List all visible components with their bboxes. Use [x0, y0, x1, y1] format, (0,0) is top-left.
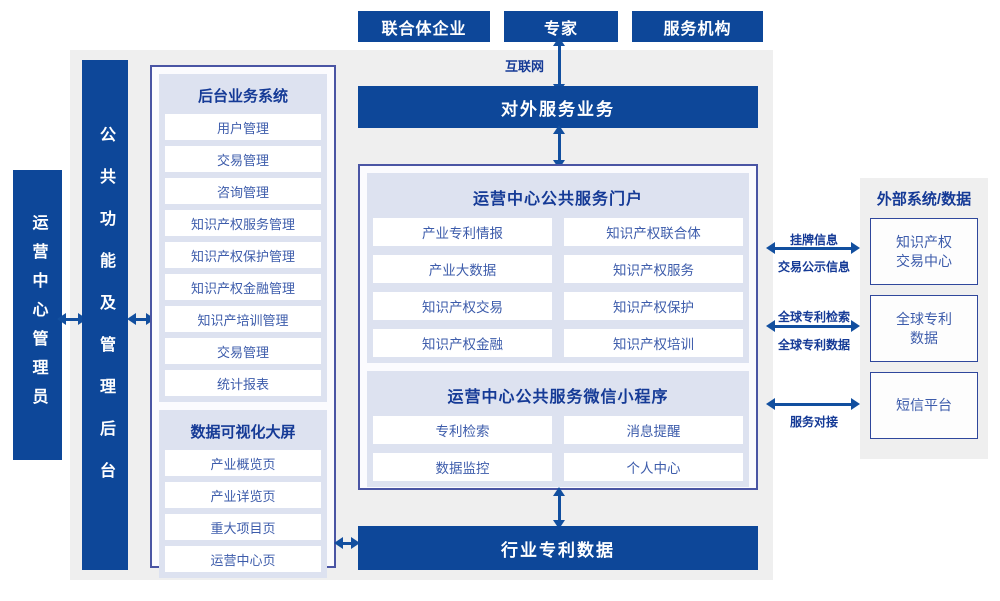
list-item: 产业专利情报: [373, 218, 552, 246]
list-item: 运营中心页: [165, 546, 321, 572]
connector-label-listing-info: 挂牌信息: [789, 233, 838, 247]
actor-box-consortium: 联合体企业: [358, 11, 490, 42]
dataviz-panel: 数据可视化大屏 产业概览页 产业详览页 重大项目页 运营中心页: [159, 410, 327, 578]
ext-box-line: 全球专利: [896, 310, 952, 327]
list-item: 专利检索: [373, 416, 552, 444]
miniprogram-items-grid: 专利检索 消息提醒 数据监控 个人中心: [373, 416, 743, 481]
center-group-box: 运营中心公共服务门户 产业专利情报 知识产权联合体 产业大数据 知识产权服务 知…: [358, 164, 758, 490]
dataviz-title: 数据可视化大屏: [190, 424, 296, 441]
backend-group-box: 后台业务系统 用户管理 交易管理 咨询管理 知识产权服务管理 知识产权保护管理 …: [150, 65, 336, 578]
internet-label: 互联网: [504, 59, 544, 74]
list-item: 知识产权服务: [564, 255, 743, 283]
industry-patent-label: 行业专利数据: [501, 540, 615, 560]
external-box-ip-trading-center: 知识产权 交易中心: [870, 218, 978, 285]
operations-admin-bar: 运营中心管理员: [13, 170, 62, 460]
external-box-global-patent-data: 全球专利 数据: [870, 295, 978, 362]
portal-title: 运营中心公共服务门户: [472, 191, 643, 208]
backend-functions-label: 公共功能及管理后台: [97, 126, 114, 504]
external-service-label: 对外服务业务: [501, 99, 615, 119]
list-item: 知识产权保护: [564, 292, 743, 320]
ext-box-line: 交易中心: [896, 252, 952, 269]
internet-double-arrow-icon: [553, 37, 565, 93]
operations-admin-label: 运营中心管理员: [29, 213, 47, 417]
list-item: 产业概览页: [165, 450, 321, 476]
external-systems-title: 外部系统/数据: [876, 191, 972, 208]
list-item: 咨询管理: [165, 178, 321, 204]
list-item: 知识产权金融管理: [165, 274, 321, 300]
list-item: 交易管理: [165, 146, 321, 172]
actor-box-service-orgs: 服务机构: [632, 11, 763, 42]
list-item: 知识产培训管理: [165, 306, 321, 332]
external-box-sms-platform: 短信平台: [870, 372, 978, 439]
list-item: 产业大数据: [373, 255, 552, 283]
ext-box-line: 数据: [910, 329, 938, 346]
backend-to-system-double-arrow-icon: [127, 313, 155, 325]
dataviz-to-patent-double-arrow-icon: [334, 537, 360, 549]
ext-box-line: 知识产权: [896, 233, 952, 250]
portal-items-grid: 产业专利情报 知识产权联合体 产业大数据 知识产权服务 知识产权交易 知识产权保…: [373, 218, 743, 357]
actor-label: 联合体企业: [381, 20, 467, 38]
list-item: 知识产权服务管理: [165, 210, 321, 236]
list-item: 产业详览页: [165, 482, 321, 508]
portal-panel: 运营中心公共服务门户 产业专利情报 知识产权联合体 产业大数据 知识产权服务 知…: [367, 173, 749, 363]
listing-info-double-arrow-icon: [766, 242, 860, 254]
external-systems-panel: 外部系统/数据 知识产权 交易中心 全球专利 数据 短信平台: [860, 178, 988, 459]
list-item: 知识产权交易: [373, 292, 552, 320]
service-to-portal-double-arrow-icon: [553, 125, 565, 169]
list-item: 知识产权联合体: [564, 218, 743, 246]
service-docking-double-arrow-icon: [766, 398, 860, 410]
portal-to-patent-double-arrow-icon: [553, 487, 565, 529]
list-item: 消息提醒: [564, 416, 743, 444]
connector-label-trade-publicity: 交易公示信息: [777, 260, 850, 274]
list-item: 知识产权培训: [564, 329, 743, 357]
backend-functions-bar: 公共功能及管理后台: [82, 60, 128, 570]
global-patent-double-arrow-icon: [766, 320, 860, 332]
list-item: 个人中心: [564, 453, 743, 481]
list-item: 知识产权金融: [373, 329, 552, 357]
actor-box-experts: 专家: [504, 11, 618, 42]
actor-label: 专家: [543, 20, 578, 38]
list-item: 数据监控: [373, 453, 552, 481]
industry-patent-bar: 行业专利数据: [358, 526, 758, 570]
backend-system-panel: 后台业务系统 用户管理 交易管理 咨询管理 知识产权服务管理 知识产权保护管理 …: [159, 74, 327, 402]
backend-system-title: 后台业务系统: [197, 88, 288, 105]
external-service-bar: 对外服务业务: [358, 86, 758, 128]
miniprogram-panel: 运营中心公共服务微信小程序 专利检索 消息提醒 数据监控 个人中心: [367, 371, 749, 487]
connector-label-global-patent-search: 全球专利检索: [777, 310, 850, 324]
admin-to-backend-double-arrow-icon: [57, 313, 87, 325]
list-item: 统计报表: [165, 370, 321, 396]
list-item: 知识产权保护管理: [165, 242, 321, 268]
miniprogram-title: 运营中心公共服务微信小程序: [447, 389, 669, 406]
list-item: 用户管理: [165, 114, 321, 140]
connector-label-global-patent-data: 全球专利数据: [777, 338, 850, 352]
actor-label: 服务机构: [663, 20, 732, 38]
ext-box-line: 短信平台: [896, 397, 952, 414]
list-item: 重大项目页: [165, 514, 321, 540]
connector-label-service-docking: 服务对接: [789, 415, 838, 429]
list-item: 交易管理: [165, 338, 321, 364]
